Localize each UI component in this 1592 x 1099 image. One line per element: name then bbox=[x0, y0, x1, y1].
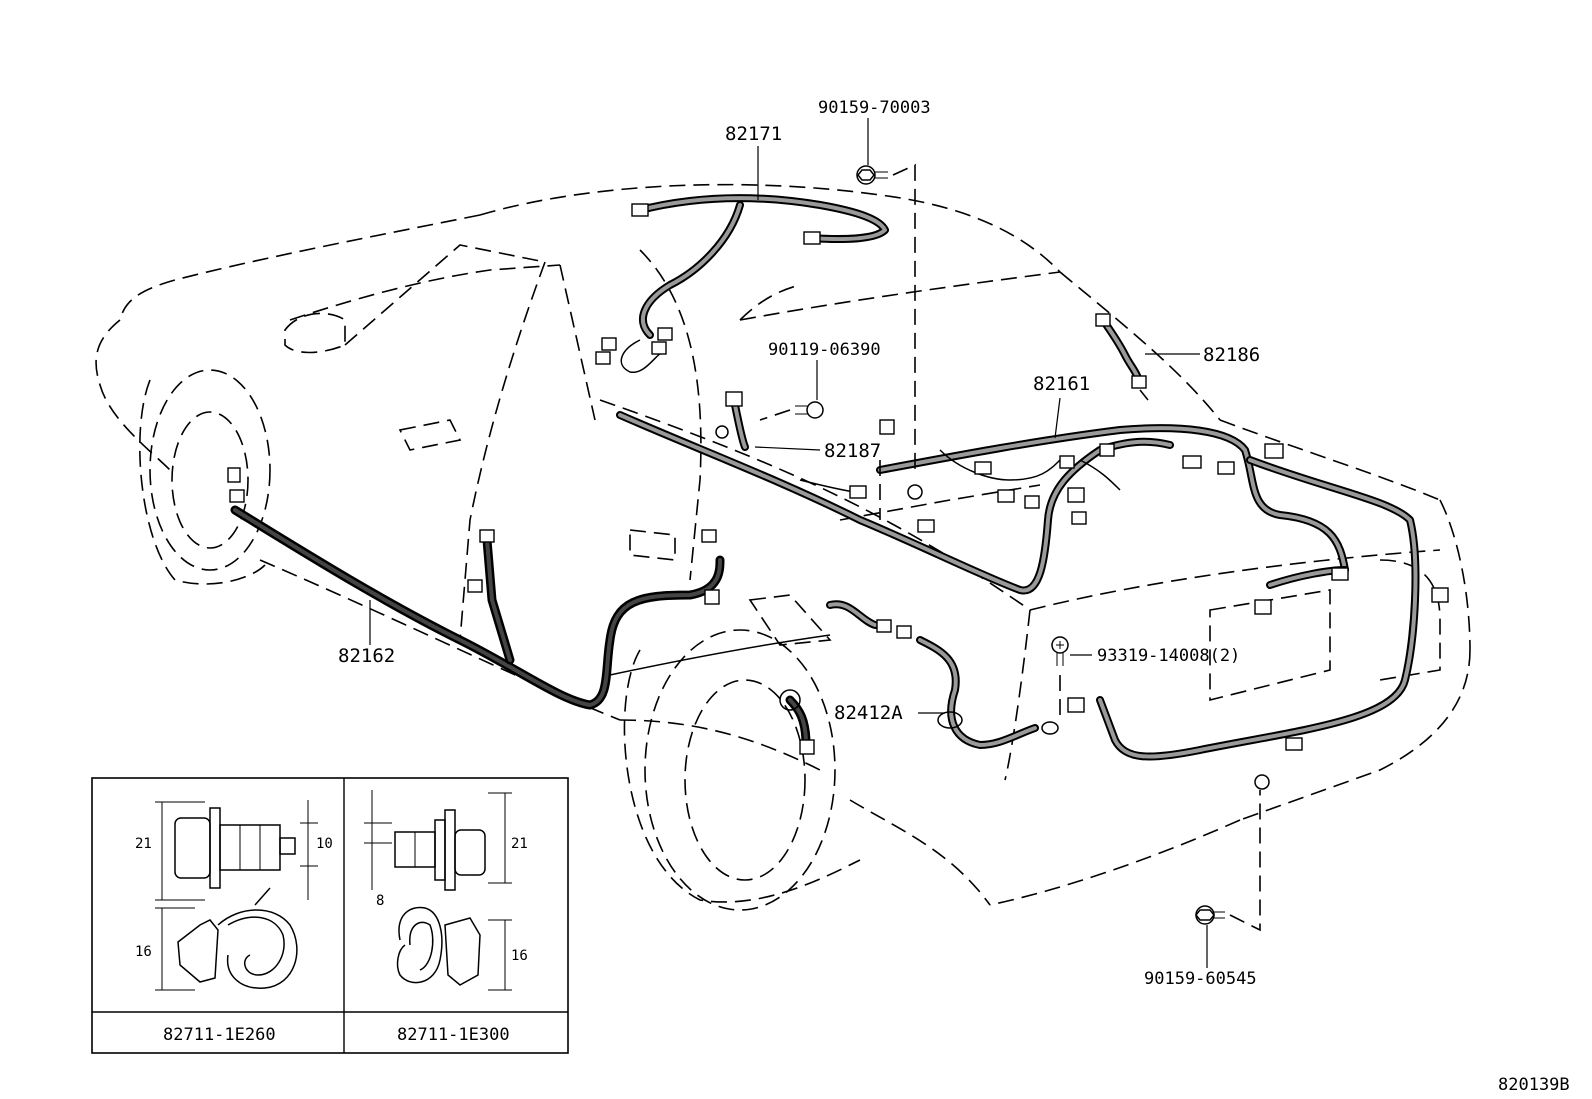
leader-lines bbox=[369, 118, 1208, 968]
connector bbox=[701, 529, 717, 543]
connector bbox=[1217, 461, 1235, 475]
label-82162: 82162 bbox=[338, 645, 395, 667]
ground-point-icon bbox=[907, 484, 923, 500]
connector bbox=[879, 419, 895, 435]
inset-part-82711-1e260: 82711-1E260 bbox=[163, 1025, 276, 1045]
connector bbox=[896, 625, 912, 639]
connector bbox=[1071, 511, 1087, 525]
connector bbox=[704, 589, 720, 605]
bolt-90159-70003-icon bbox=[856, 163, 916, 475]
clip-82711-1e300-icon bbox=[394, 809, 486, 986]
connector bbox=[1254, 599, 1272, 615]
connector bbox=[1024, 495, 1040, 509]
connector bbox=[227, 467, 241, 483]
harness-82162 bbox=[227, 467, 831, 710]
connector bbox=[803, 231, 821, 245]
connector bbox=[725, 391, 743, 407]
connector bbox=[229, 489, 245, 503]
connector bbox=[657, 327, 673, 341]
connector bbox=[1431, 587, 1449, 603]
connector bbox=[849, 485, 867, 499]
front-wheel bbox=[139, 369, 271, 585]
label-82187: 82187 bbox=[824, 440, 881, 462]
dim-16-right: 16 bbox=[511, 948, 528, 964]
connector bbox=[1182, 455, 1202, 469]
label-82171: 82171 bbox=[725, 123, 782, 145]
connector bbox=[917, 519, 935, 533]
inset-part-82711-1e300: 82711-1E300 bbox=[397, 1025, 510, 1045]
connector bbox=[1331, 567, 1349, 581]
dims-right: 8 21 16 bbox=[364, 790, 528, 991]
connector bbox=[1059, 455, 1075, 469]
connector bbox=[1067, 487, 1085, 503]
bolt-90119-06390-icon bbox=[759, 401, 824, 421]
connector bbox=[1095, 313, 1111, 327]
harness-82171 bbox=[595, 194, 889, 373]
diagram-id: 820139B bbox=[1498, 1075, 1570, 1095]
connector bbox=[1285, 737, 1303, 751]
connector bbox=[997, 489, 1015, 503]
connector bbox=[876, 619, 892, 633]
label-90159-60545: 90159-60545 bbox=[1144, 969, 1257, 989]
clip-inset: 21 10 16 82711-1E260 8 bbox=[91, 777, 569, 1054]
connector bbox=[595, 351, 611, 365]
dim-10-left: 10 bbox=[316, 836, 333, 852]
connector bbox=[799, 739, 815, 755]
dim-16-left: 16 bbox=[135, 944, 152, 960]
dim-21-left: 21 bbox=[135, 836, 152, 852]
connector bbox=[479, 529, 495, 543]
label-93319-14008: 93319-14008(2) bbox=[1097, 646, 1240, 666]
harness-82187 bbox=[715, 391, 749, 451]
connector bbox=[1131, 375, 1147, 389]
harness-82186 bbox=[1095, 313, 1149, 401]
label-90119-06390: 90119-06390 bbox=[768, 340, 881, 360]
connector bbox=[651, 341, 667, 355]
connector bbox=[1099, 443, 1115, 457]
label-90159-70003: 90159-70003 bbox=[818, 98, 931, 118]
label-82186: 82186 bbox=[1203, 344, 1260, 366]
clip-82711-1e260-icon bbox=[174, 807, 298, 989]
connector bbox=[974, 461, 992, 475]
connector bbox=[631, 203, 649, 217]
bolt-90159-60545-icon bbox=[1195, 774, 1270, 932]
dims-left: 21 10 16 bbox=[135, 800, 333, 991]
connector bbox=[467, 579, 483, 593]
harness-82161 bbox=[616, 411, 1449, 761]
part-labels: 82171 90159-70003 90119-06390 82186 8216… bbox=[338, 98, 1260, 989]
rear-wheel bbox=[623, 629, 861, 911]
connector bbox=[601, 337, 617, 351]
harness-82412a bbox=[779, 600, 1059, 755]
dim-21-right: 21 bbox=[511, 836, 528, 852]
connector bbox=[1264, 443, 1284, 459]
label-82161: 82161 bbox=[1033, 373, 1090, 395]
dim-8-right: 8 bbox=[376, 893, 384, 909]
connector bbox=[1067, 697, 1085, 713]
label-82412a: 82412A bbox=[834, 702, 903, 724]
screw-93319-14008-icon bbox=[1051, 636, 1069, 720]
